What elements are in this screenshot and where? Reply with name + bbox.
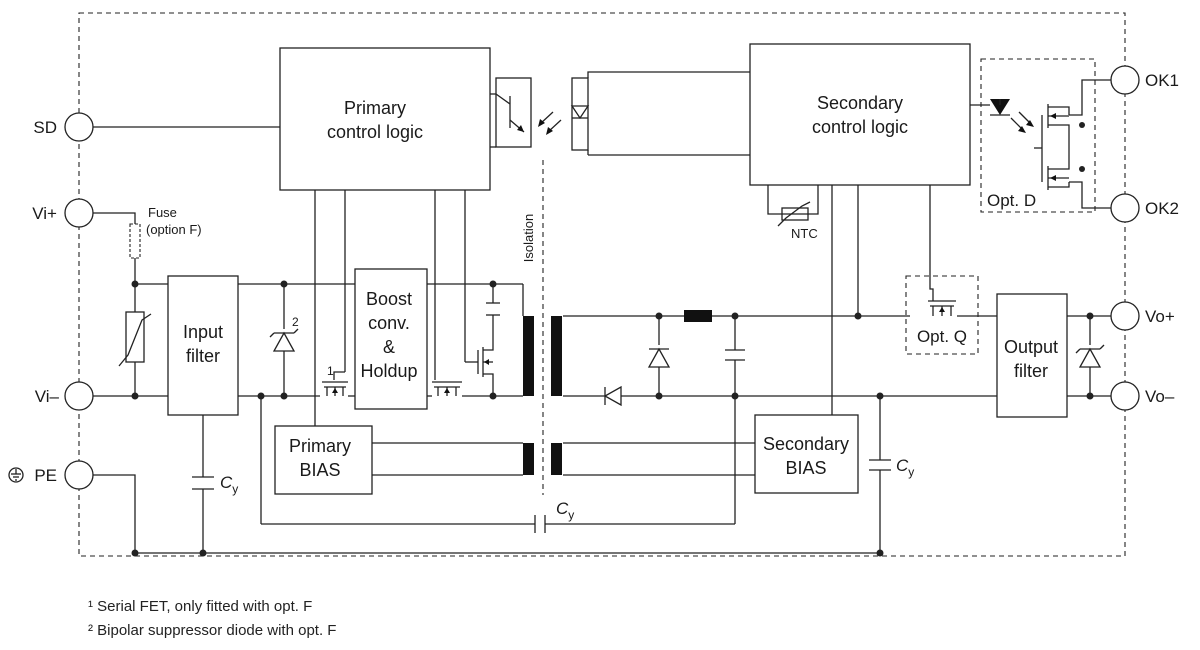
terminal-vo-minus-label: Vo– <box>1145 387 1175 406</box>
rectifier-diode-icon <box>647 347 671 368</box>
ntc-label: NTC <box>791 226 818 241</box>
tvs-diode-icon <box>269 328 299 352</box>
terminal-vi-plus <box>64 198 94 228</box>
terminal-sd <box>64 112 94 142</box>
output-filter-box <box>996 293 1068 418</box>
output-choke-icon <box>684 310 712 322</box>
terminal-pe-label: PE <box>34 466 57 485</box>
primary-bias-label-1: Primary <box>289 436 351 456</box>
input-filter-label-1: Input <box>183 322 223 342</box>
terminal-pe <box>64 460 94 490</box>
secondary-bias-label-1: Secondary <box>763 434 849 454</box>
terminal-vo-minus <box>1110 381 1140 411</box>
opt-q-label: Opt. Q <box>917 327 967 346</box>
opt-d-label: Opt. D <box>987 191 1036 210</box>
secondary-bias-box <box>754 414 859 494</box>
return-diode-icon <box>603 385 622 407</box>
secondary-bias-label-2: BIAS <box>785 458 826 478</box>
secondary-control-label-2: control logic <box>812 117 908 137</box>
terminal-ok2-label: OK2 <box>1145 199 1179 218</box>
opt-q-box <box>905 275 979 355</box>
opt-d-box <box>980 58 1096 213</box>
output-tvs-diode-icon <box>1075 344 1105 368</box>
terminal-vo-plus-label: Vo+ <box>1145 307 1175 326</box>
boost-label-3: & <box>383 337 395 357</box>
ground-icon <box>8 467 24 483</box>
input-cy-capacitor-icon <box>192 476 214 490</box>
output-filter-label-1: Output <box>1004 337 1058 357</box>
primary-control-label-1: Primary <box>344 98 406 118</box>
secondary-control-label-1: Secondary <box>817 93 903 113</box>
output-cy-label: Cy <box>896 456 914 479</box>
output-cy-capacitor-icon <box>869 459 891 471</box>
isolation-label: Isolation <box>521 214 536 262</box>
terminal-ok1 <box>1110 65 1140 95</box>
bottom-cy-label: Cy <box>556 499 574 522</box>
varistor-icon <box>118 311 152 367</box>
footnote-1: ¹ Serial FET, only fitted with opt. F <box>88 598 313 615</box>
diode-ref-label: 2 <box>292 315 299 329</box>
terminal-vo-plus <box>1110 301 1140 331</box>
terminal-sd-label: SD <box>33 118 57 137</box>
secondary-control-box <box>749 43 971 186</box>
terminal-ok1-label: OK1 <box>1145 71 1179 90</box>
boost-label-2: conv. <box>368 313 410 333</box>
block-labels: Primary control logic Secondary control … <box>183 93 1058 480</box>
primary-bias-label-2: BIAS <box>299 460 340 480</box>
bias-transformer <box>523 443 562 475</box>
input-filter-label-2: filter <box>186 346 220 366</box>
main-transformer <box>522 284 562 396</box>
fuse-icon <box>129 223 141 259</box>
terminals <box>64 65 1140 490</box>
terminal-labels: SD Vi+ Vi– PE OK1 OK2 Vo+ Vo– <box>32 71 1179 485</box>
holdup-fet-icon <box>432 381 462 396</box>
terminal-vi-minus <box>64 381 94 411</box>
fet-ref-label: 1 <box>327 364 334 378</box>
terminal-ok2 <box>1110 193 1140 223</box>
fuse-label: Fuse <box>148 205 177 220</box>
enclosure-border <box>78 12 1126 557</box>
serial-fet-icon <box>322 381 348 396</box>
boost-label-4: Holdup <box>360 361 417 381</box>
output-filter-label-2: filter <box>1014 361 1048 381</box>
fuse-option-label: (option F) <box>146 222 202 237</box>
opt-d-mosfet-icon <box>1034 104 1070 190</box>
boost-label-1: Boost <box>366 289 412 309</box>
bottom-cy-capacitor-icon <box>534 515 546 533</box>
junction-dots <box>131 122 1094 557</box>
ntc-thermistor-icon <box>777 201 811 227</box>
input-filter-box <box>167 275 239 416</box>
primary-bias-box <box>274 425 373 495</box>
output-capacitor-icon <box>725 349 745 361</box>
boost-box <box>354 268 428 410</box>
footnote-2: ² Bipolar suppressor diode with opt. F <box>88 622 337 639</box>
primary-control-box <box>279 47 491 191</box>
terminal-vi-plus-label: Vi+ <box>32 204 57 223</box>
primary-control-label-2: control logic <box>327 122 423 142</box>
opt-q-fet-icon <box>928 300 956 316</box>
switch-mosfet-icon <box>477 302 500 379</box>
opt-d-led-icon <box>990 99 1034 133</box>
input-cy-label: Cy <box>220 473 238 496</box>
terminal-vi-minus-label: Vi– <box>35 387 60 406</box>
feedback-optocoupler <box>495 77 590 151</box>
secondary-wiring <box>563 71 1112 553</box>
